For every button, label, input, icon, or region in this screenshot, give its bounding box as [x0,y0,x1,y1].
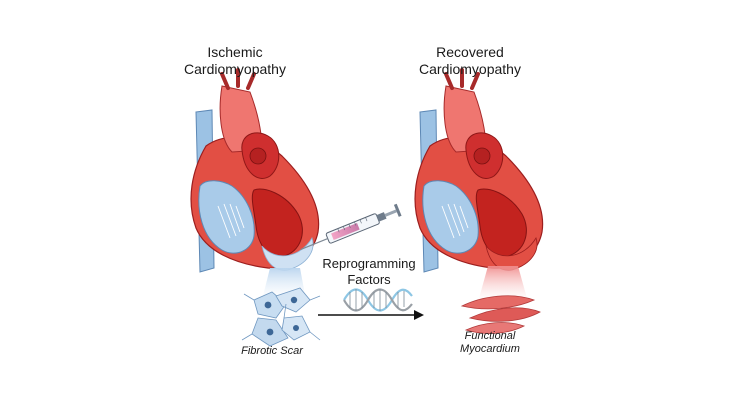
right-title-line1: Recovered [436,44,504,60]
ischemic-heart-illustration [190,68,320,300]
factors-line1: Reprogramming [322,256,416,271]
left-title: Ischemic Cardiomyopathy [170,44,300,78]
left-title-line1: Ischemic [207,44,263,60]
syringe-icon [300,203,402,250]
reprogramming-factors-label: Reprogramming Factors [314,256,424,287]
aortic-branches [220,68,256,90]
infarct-region [261,237,314,271]
right-chambers [422,180,479,254]
myocardium-beam [478,266,528,302]
recovered-heart-illustration [414,68,544,302]
cardiomyocyte [460,295,536,310]
chordae-right [441,203,469,239]
cardiomyocyte [464,322,526,334]
fibrotic-scar-caption: Fibrotic Scar [241,345,303,357]
dna-helix-icon [343,288,413,312]
chordae-left [217,203,245,239]
cardiomyocyte [468,307,541,322]
right-title: Recovered Cardiomyopathy [400,44,540,78]
caption-line2: Myocardium [460,343,520,356]
transition-arrow [318,310,424,320]
fibrotic-scar-cells [241,287,321,347]
factors-line2: Factors [347,271,391,287]
caption-line1: Functional [464,330,516,342]
functional-myocardium-caption: Functional Myocardium [445,330,535,356]
left-title-line2: Cardiomyopathy [184,60,286,77]
aortic-branches [444,68,480,90]
right-title-line2: Cardiomyopathy [419,60,521,77]
right-chambers [198,180,255,254]
recovered-apex [485,237,538,271]
functional-myocardium-cells [460,295,541,334]
